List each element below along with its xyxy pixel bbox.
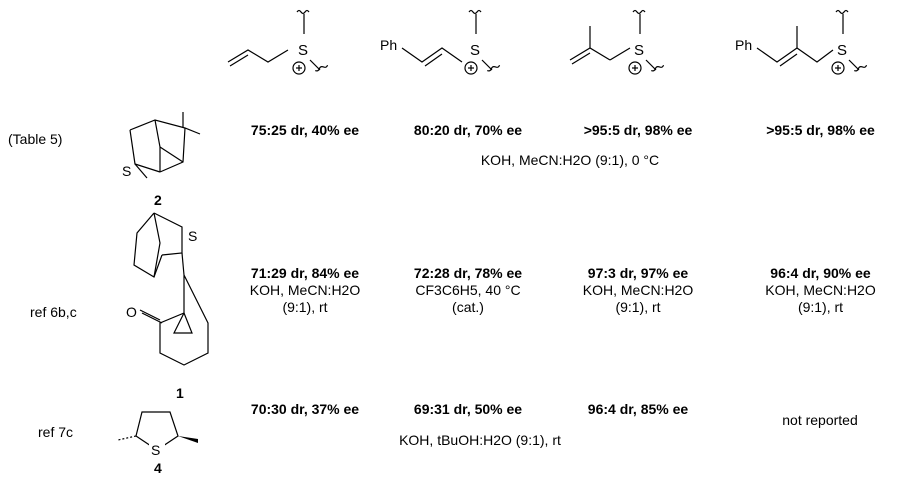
row-ref-7c: ref 7c (38, 424, 74, 440)
svg-text:S: S (470, 42, 480, 59)
header-structure-allyl: S (227, 9, 329, 75)
row1-result-2: 80:20 dr, 70% ee (413, 122, 523, 138)
row2-result-4: 96:4 dr, 90% ee (770, 265, 871, 281)
row1-conditions: KOH, MeCN:H2O (9:1), 0 °C (480, 152, 660, 168)
sulfur-atom-2: S (122, 163, 131, 179)
svg-text:S: S (837, 42, 847, 59)
row1-result-3: >95:5 dr, 98% ee (583, 122, 693, 138)
row2-cond-1a: KOH, MeCN:H2O (249, 282, 361, 298)
header-structure-cinnamyl: Ph S (380, 9, 501, 75)
row2-result-1: 71:29 dr, 84% ee (250, 265, 360, 281)
row2-cond-2b: (cat.) (452, 299, 484, 315)
compound-number-1: 1 (176, 385, 184, 401)
row-ref-table5: (Table 5) (8, 131, 63, 147)
row-ref-6bc: ref 6b,c (30, 304, 77, 320)
row1-result-1: 75:25 dr, 40% ee (250, 122, 360, 138)
svg-text:O: O (126, 304, 137, 320)
compound-number-2: 2 (154, 192, 162, 208)
header-structure-methylcinnamyl: Ph S (735, 9, 868, 75)
row1-result-4: >95:5 dr, 98% ee (766, 122, 875, 138)
sulfide-1-structure: S O (126, 212, 209, 366)
svg-text:S: S (151, 442, 160, 458)
phenyl-label: Ph (380, 37, 397, 53)
row2-result-2: 72:28 dr, 78% ee (413, 265, 523, 281)
header-structure-methallyl: S (569, 9, 665, 75)
row2-cond-1b: (9:1), rt (282, 299, 328, 315)
row2-cond-3a: KOH, MeCN:H2O (582, 282, 694, 298)
row3-conditions: KOH, tBuOH:H2O (9:1), rt (399, 432, 561, 448)
svg-text:Ph: Ph (735, 37, 752, 53)
row2-cond-2a: CF3C6H5, 40 °C (415, 282, 521, 298)
svg-text:S: S (188, 228, 197, 244)
row2-result-3: 97:3 dr, 97% ee (587, 265, 689, 281)
allyl-chain (227, 49, 289, 63)
row3-result-4: not reported (782, 412, 858, 428)
row2-cond-3b: (9:1), rt (615, 299, 661, 315)
row2-cond-4a: KOH, MeCN:H2O (765, 282, 876, 298)
sulfur-label: S (298, 42, 308, 59)
sulfide-4-structure: S (117, 411, 198, 458)
wavy-bond-top (296, 9, 310, 15)
wavy-bond-right (315, 64, 329, 72)
row3-result-3: 96:4 dr, 85% ee (587, 401, 689, 417)
charge-circle (292, 61, 306, 75)
svg-text:S: S (634, 42, 644, 59)
row3-result-2: 69:31 dr, 50% ee (413, 401, 523, 417)
row2-cond-4b: (9:1), rt (797, 299, 844, 315)
row3-result-1: 70:30 dr, 37% ee (250, 401, 360, 417)
sulfide-2-structure: S (122, 112, 201, 179)
compound-number-4: 4 (154, 460, 162, 476)
